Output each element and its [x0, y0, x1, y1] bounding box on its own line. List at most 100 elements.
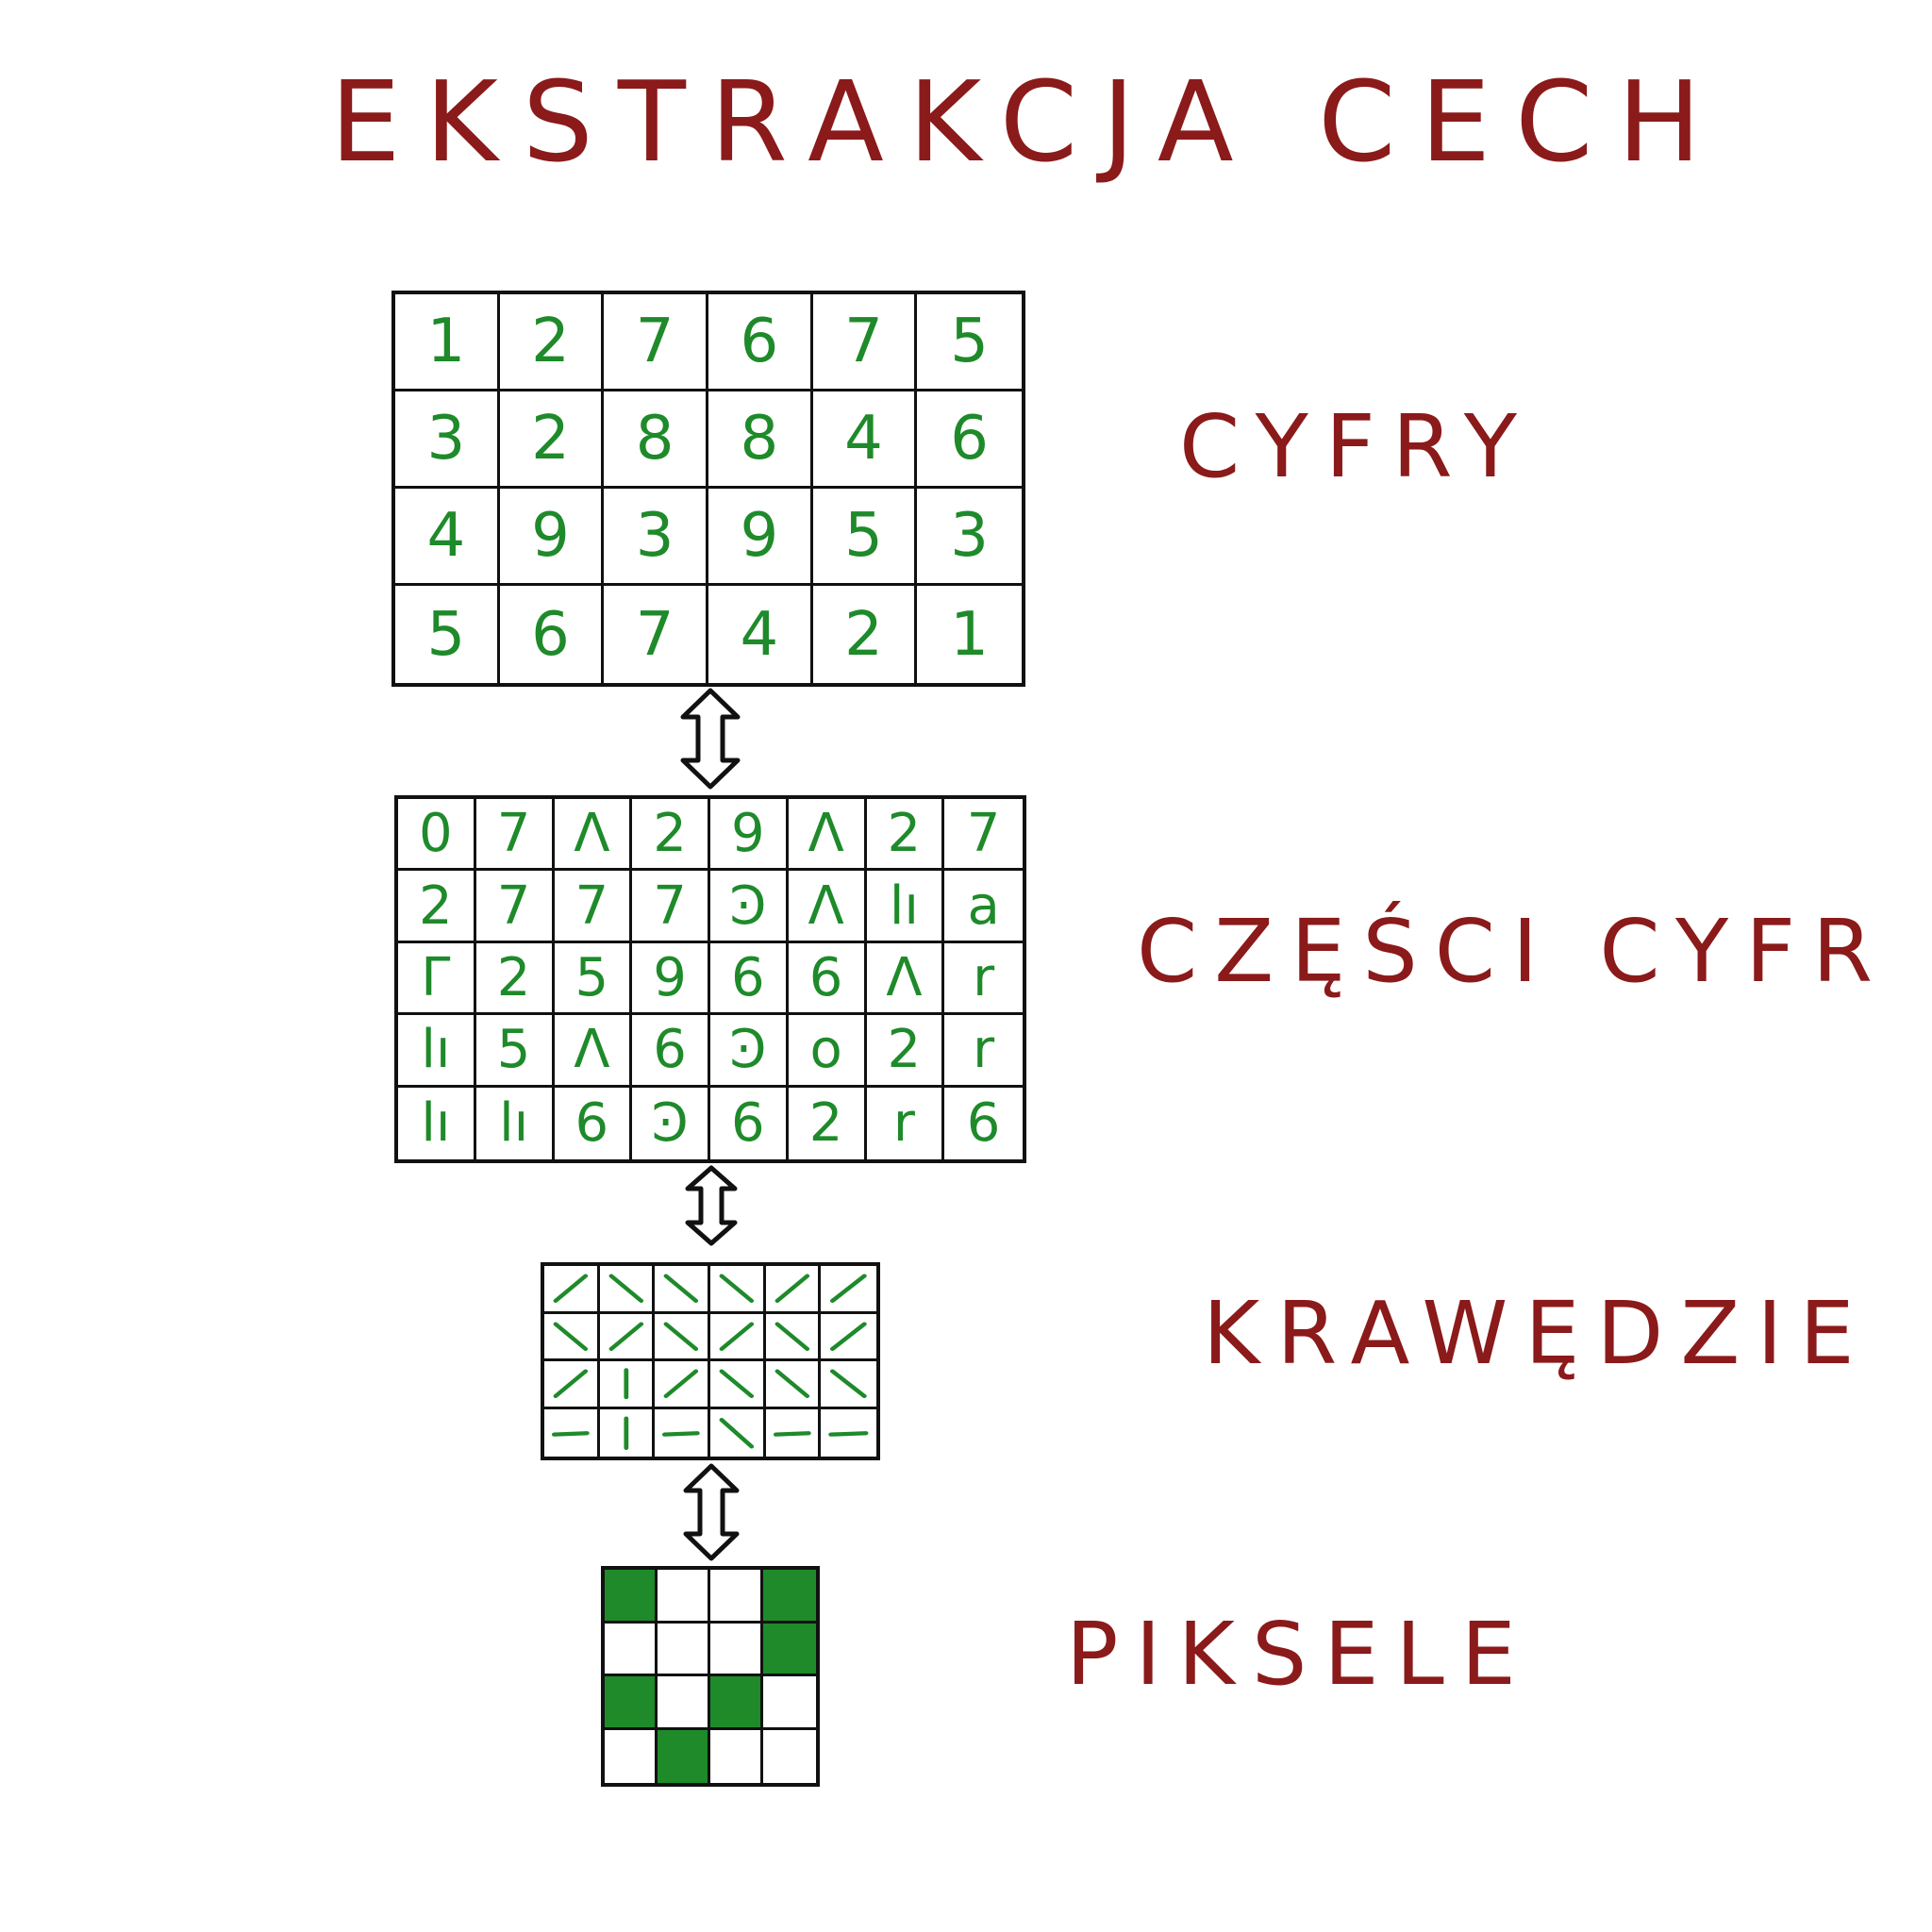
- edge-slash-icon: [553, 1274, 589, 1303]
- digit-cell: 4: [708, 586, 813, 683]
- digit-cell: 7: [812, 294, 918, 391]
- edge-cell: [710, 1313, 766, 1361]
- digit-part-cell: 6: [632, 1015, 710, 1088]
- edge-cell: [600, 1408, 656, 1457]
- edge-horizontal-icon: [828, 1430, 869, 1437]
- digit-cell: 7: [604, 586, 708, 683]
- digit-cell: 8: [604, 391, 708, 489]
- edge-cell: [655, 1313, 710, 1361]
- edge-cell: [544, 1266, 600, 1314]
- pixel-empty: [710, 1623, 763, 1676]
- digit-part-cell: 6: [555, 1087, 633, 1159]
- digit-part-cell: 6: [710, 942, 789, 1016]
- digit-cell: 3: [604, 489, 708, 586]
- digit-cell: 5: [812, 489, 918, 586]
- edge-backslash-icon: [719, 1369, 755, 1398]
- digit-cell: 6: [917, 391, 1022, 489]
- digit-cell: 6: [708, 294, 813, 391]
- digit-part-cell: Λ: [788, 799, 867, 872]
- edge-slash-icon: [719, 1322, 755, 1351]
- digit-part-cell: 2: [789, 1087, 867, 1159]
- digit-cell: 5: [917, 294, 1022, 391]
- pixel-empty: [763, 1729, 816, 1783]
- edge-cell: [599, 1266, 656, 1314]
- edge-cell: [821, 1266, 876, 1314]
- edge-slash-icon: [774, 1274, 809, 1303]
- digit-cell: 1: [395, 294, 500, 391]
- pixels-grid: [601, 1566, 820, 1787]
- digit-cell: 2: [499, 391, 605, 489]
- edge-backslash-icon: [719, 1274, 755, 1303]
- pixel-empty: [658, 1623, 710, 1676]
- edge-backslash-icon: [830, 1369, 868, 1398]
- digit-part-cell: lı: [866, 871, 945, 943]
- pixel-filled: [658, 1729, 710, 1783]
- edge-slash-icon: [608, 1322, 643, 1351]
- digit-part-cell: lı: [398, 1087, 476, 1159]
- edge-slash-icon: [830, 1274, 868, 1303]
- digit-part-cell: r: [944, 1015, 1023, 1088]
- digit-cell: 9: [708, 489, 813, 586]
- edge-cell: [710, 1266, 766, 1314]
- digit-part-cell: 2: [866, 1015, 945, 1088]
- pixel-filled: [763, 1623, 816, 1676]
- page-title: EKSTRAKCJA CECH: [330, 57, 1726, 187]
- digit-part-cell: 6: [788, 942, 867, 1016]
- digit-part-cell: Λ: [554, 799, 633, 872]
- edge-horizontal-icon: [662, 1430, 701, 1437]
- layer-label-pixels: PIKSELE: [1066, 1604, 1533, 1705]
- edge-cell: [710, 1361, 766, 1409]
- digit-cell: 3: [917, 489, 1022, 586]
- digit-part-cell: Λ: [788, 871, 867, 943]
- edges-grid: [541, 1262, 880, 1460]
- digit-part-cell: 7: [475, 871, 555, 943]
- digit-cell: 1: [950, 599, 990, 670]
- edge-cell: [655, 1361, 710, 1409]
- digit-cell: 5: [395, 586, 500, 683]
- digit-part-cell: 2: [398, 871, 476, 943]
- digit-part-cell: Ͽ: [710, 1015, 789, 1088]
- digit-part-cell: lı: [398, 1015, 476, 1088]
- edge-backslash-icon: [553, 1322, 589, 1351]
- edge-backslash-icon: [719, 1417, 755, 1449]
- digit-cell: 2: [813, 586, 918, 683]
- digit-cell: 2: [499, 294, 605, 391]
- edge-cell: [821, 1409, 876, 1457]
- pixel-empty: [658, 1676, 710, 1730]
- pixel-filled: [763, 1570, 816, 1624]
- edge-backslash-icon: [774, 1322, 809, 1351]
- digit-cell: 4: [812, 391, 918, 489]
- layer-label-digits: CYFRY: [1179, 396, 1534, 497]
- digit-part-cell: 7: [554, 871, 633, 943]
- digit-part-cell: Ͽ: [632, 1087, 710, 1159]
- digit-part-cell: Ͽ: [710, 871, 789, 943]
- digit-cell: 3: [395, 391, 500, 489]
- edge-slash-icon: [830, 1322, 868, 1351]
- edge-backslash-icon: [663, 1274, 699, 1303]
- pixel-filled: [605, 1676, 658, 1730]
- edge-cell: [544, 1361, 600, 1409]
- digit-part-cell: 7: [475, 799, 555, 872]
- digit-cell: 9: [499, 489, 605, 586]
- digit-part-cell: lı: [476, 1087, 555, 1159]
- edge-backslash-icon: [774, 1369, 809, 1398]
- digit-cell: 8: [708, 391, 813, 489]
- edge-slash-icon: [553, 1369, 589, 1398]
- digit-part-cell: 5: [475, 1015, 555, 1088]
- pixel-empty: [658, 1570, 710, 1624]
- pixel-empty: [763, 1676, 816, 1730]
- double-arrow-icon: [685, 1165, 738, 1246]
- edge-cell: [821, 1361, 876, 1409]
- digit-part-cell: 7: [632, 871, 710, 943]
- edge-cell: [765, 1266, 822, 1314]
- digit-part-cell: 5: [554, 942, 633, 1016]
- edge-cell: [821, 1314, 876, 1361]
- edge-cell: [599, 1361, 656, 1409]
- digit-part-cell: 9: [710, 799, 789, 872]
- edge-horizontal-icon: [551, 1430, 590, 1437]
- edge-cell: [655, 1266, 710, 1314]
- pixel-filled: [605, 1570, 658, 1624]
- pixel-filled: [710, 1676, 763, 1730]
- digit-part-cell: Γ: [398, 942, 476, 1016]
